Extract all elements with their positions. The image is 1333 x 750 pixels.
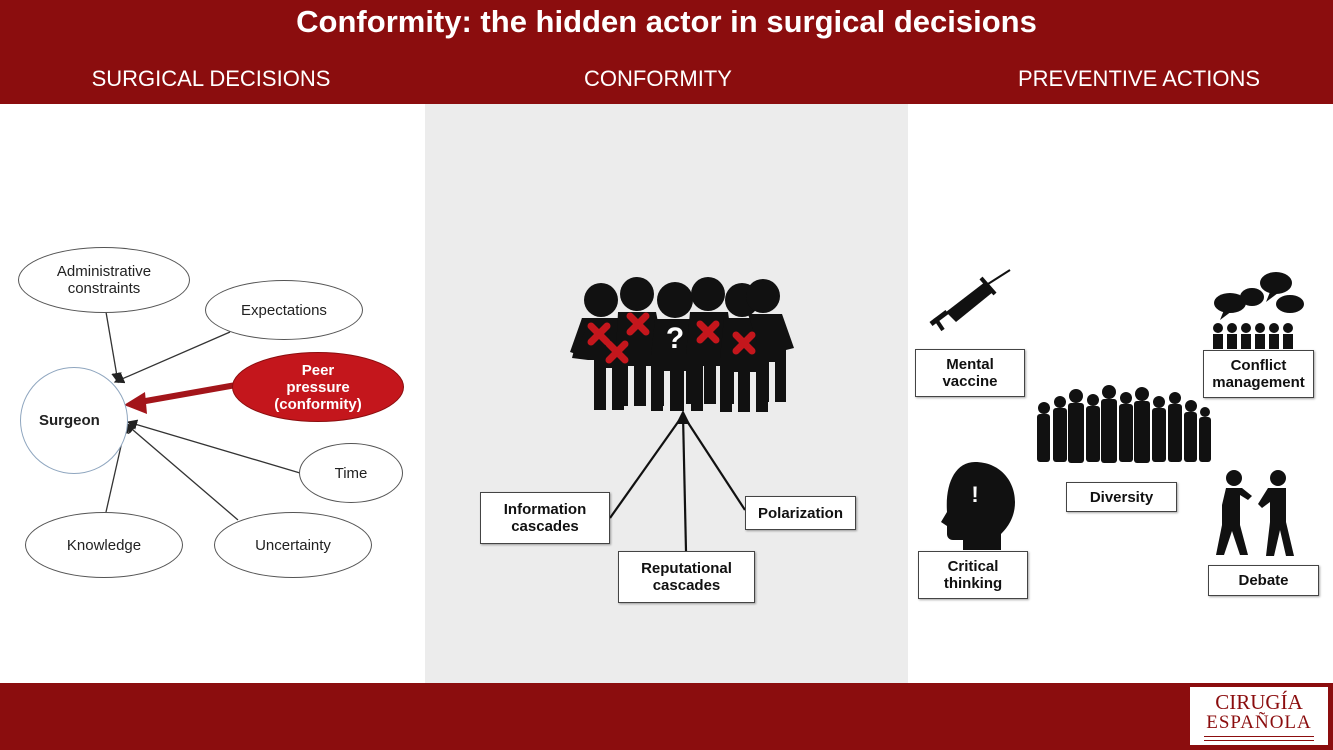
- logo-line-1: CIRUGÍA: [1215, 690, 1303, 714]
- connector-time: [126, 419, 301, 474]
- box-critical-thinking: Critical thinking: [918, 551, 1028, 599]
- node-expectations-label: Expectations: [241, 301, 327, 319]
- logo-rule: [1204, 736, 1314, 741]
- group-people-icon: [1213, 323, 1293, 349]
- question-mark-text: ?: [666, 322, 684, 355]
- node-peer-label: Peer pressure (conformity): [274, 361, 362, 413]
- footer-band: [0, 683, 1333, 750]
- node-time-label: Time: [334, 464, 368, 482]
- connector-administrative: [105, 311, 122, 384]
- connector-arrowhead: [676, 410, 690, 424]
- connector-polarization: [682, 414, 746, 511]
- red-x-marks-icon: [587, 312, 756, 364]
- crowd-people-icon: [570, 277, 794, 412]
- page-title: Conformity: the hidden actor in surgical…: [296, 4, 1037, 39]
- node-time: Time: [299, 443, 403, 503]
- node-knowledge-label: Knowledge: [66, 536, 142, 554]
- column-title-conformity: CONFORMITY: [584, 66, 732, 91]
- logo-line-2: ESPAÑOLA: [1206, 712, 1312, 733]
- peer-pressure-arrow-shaft: [139, 382, 237, 405]
- node-expectations: Expectations: [205, 280, 363, 340]
- header-band: [0, 0, 1333, 104]
- box-polarization-label: Polarization: [757, 504, 843, 522]
- box-conflict-label: Conflict management: [1212, 357, 1305, 391]
- node-uncertainty-label: Uncertainty: [255, 536, 331, 554]
- node-surgeon: Surgeon: [20, 367, 128, 474]
- box-mental-vaccine: Mental vaccine: [915, 349, 1025, 397]
- node-surgeon-label: Surgeon: [39, 412, 100, 429]
- node-administrative-constraints: Administrative constraints: [18, 247, 190, 313]
- column-title-preventive-actions: PREVENTIVE ACTIONS: [1017, 66, 1261, 91]
- connector-information: [609, 414, 684, 519]
- debate-people-icon: [1216, 470, 1294, 556]
- box-conflict-management: Conflict management: [1203, 350, 1314, 398]
- node-knowledge: Knowledge: [25, 512, 183, 578]
- syringe-icon: [929, 269, 1011, 332]
- connector-expectations: [113, 331, 231, 384]
- box-debate-label: Debate: [1238, 572, 1289, 589]
- box-diversity: Diversity: [1066, 482, 1177, 512]
- journal-logo: CIRUGÍA ESPAÑOLA: [1189, 686, 1329, 746]
- box-polarization: Polarization: [745, 496, 856, 530]
- diverse-crowd-icon: [1037, 385, 1211, 463]
- box-information-cascades: Information cascades: [480, 492, 610, 544]
- node-administrative-label: Administrative constraints: [56, 263, 152, 297]
- node-uncertainty: Uncertainty: [214, 512, 372, 578]
- box-information-label: Information cascades: [503, 501, 587, 535]
- peer-pressure-arrow-head: [124, 392, 147, 414]
- box-critical-label: Critical thinking: [943, 558, 1003, 592]
- speech-bubbles-icon: [1214, 272, 1304, 320]
- node-peer-pressure: Peer pressure (conformity): [232, 352, 404, 422]
- box-reputational-label: Reputational cascades: [641, 560, 732, 594]
- box-debate: Debate: [1208, 565, 1319, 596]
- exclamation-text: !: [971, 482, 978, 507]
- column-title-surgical-decisions: SURGICAL DECISIONS: [91, 66, 331, 91]
- connector-reputational: [681, 414, 688, 552]
- box-reputational-cascades: Reputational cascades: [618, 551, 755, 603]
- connector-uncertainty: [125, 423, 239, 521]
- box-diversity-label: Diversity: [1089, 488, 1154, 506]
- thinking-head-icon: [941, 462, 1015, 550]
- box-mental-vaccine-label: Mental vaccine: [942, 356, 998, 390]
